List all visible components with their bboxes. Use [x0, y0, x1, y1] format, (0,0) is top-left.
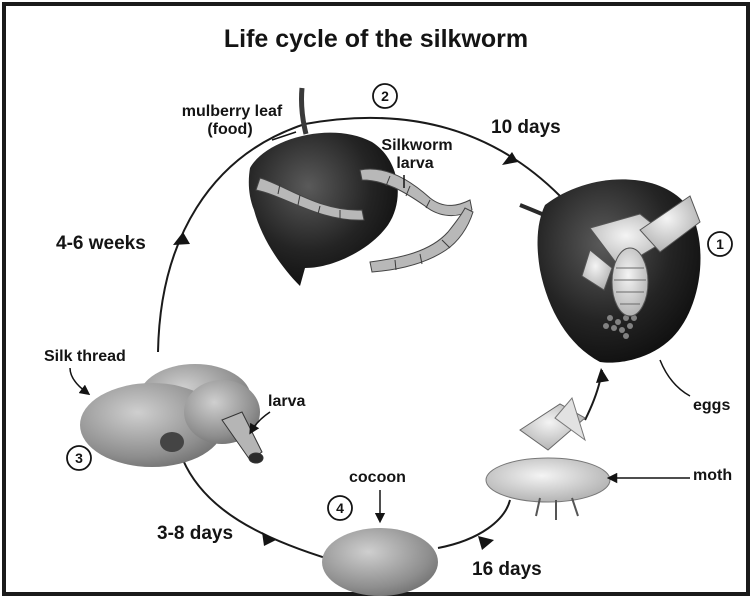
arrow-16-days	[478, 536, 494, 550]
label-food: (food)	[190, 122, 270, 139]
label-larva-2: larva	[380, 156, 450, 173]
duration-3-8-days: 3-8 days	[157, 524, 233, 544]
label-larva-3: larva	[268, 394, 305, 411]
pointer-eggs	[660, 360, 690, 396]
cycle-arc-bottom-right	[438, 500, 510, 548]
label-cocoon: cocoon	[349, 470, 406, 487]
arrow-3-8-days	[262, 532, 276, 546]
stage-4-cocoon	[322, 528, 438, 596]
cycle-arc-bottom-left	[183, 460, 332, 560]
leaf-stem-2	[302, 88, 307, 134]
duration-4-6-weeks: 4-6 weeks	[56, 234, 146, 254]
label-eggs: eggs	[693, 398, 730, 415]
stage-number-4: 4	[328, 496, 352, 520]
stage-number-2: 2	[373, 84, 397, 108]
moth-body	[486, 458, 610, 502]
adult-moth	[486, 398, 610, 520]
label-silkworm: Silkworm	[372, 138, 462, 155]
pointer-silk-thread	[70, 368, 86, 392]
stage-3-silk-cocoon	[80, 364, 263, 467]
arrow-10-days	[502, 152, 518, 165]
label-silk-thread: Silk thread	[44, 349, 126, 366]
label-mulberry-leaf: mulberry leaf	[172, 104, 292, 121]
stage-number-1: 1	[708, 232, 732, 256]
stage-number-3: 3	[67, 446, 91, 470]
larva-head-in-cocoon	[160, 432, 184, 452]
duration-16-days: 16 days	[472, 560, 542, 580]
stage-1-leaf-with-eggs	[520, 179, 700, 362]
diagram-title: Life cycle of the silkworm	[0, 26, 752, 52]
label-moth: moth	[693, 468, 732, 485]
duration-10-days: 10 days	[491, 118, 561, 138]
